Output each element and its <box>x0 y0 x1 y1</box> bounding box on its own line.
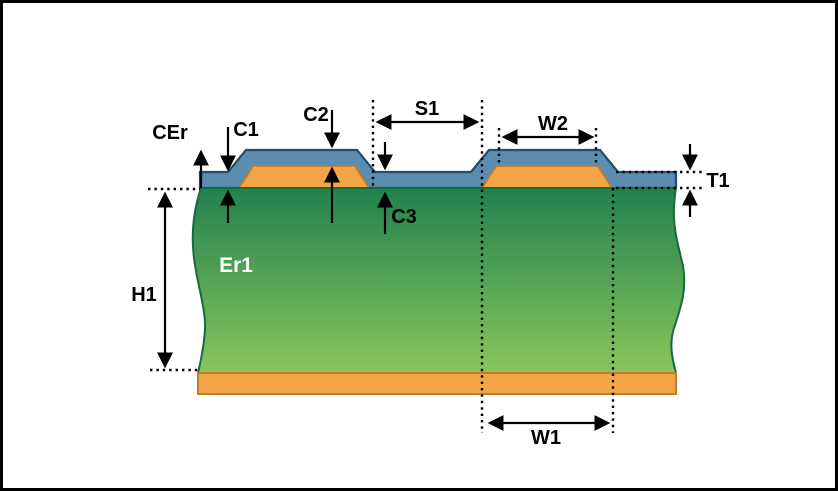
label-er1: Er1 <box>219 254 253 277</box>
label-cer: CEr <box>152 122 188 144</box>
label-t1: T1 <box>706 170 729 192</box>
label-w1: W1 <box>531 427 561 449</box>
substrate-er1 <box>191 187 686 374</box>
label-c1: C1 <box>233 119 259 141</box>
label-c2: C2 <box>303 104 329 126</box>
dimension-arrows <box>157 110 698 431</box>
label-h1: H1 <box>131 284 157 306</box>
copper-trace-right <box>480 165 614 189</box>
ground-plane <box>197 372 677 395</box>
label-w2: W2 <box>538 113 568 135</box>
label-s1: S1 <box>415 98 439 120</box>
label-c3: C3 <box>391 206 417 228</box>
extension-lines <box>148 100 704 433</box>
copper-trace-left <box>237 165 371 189</box>
